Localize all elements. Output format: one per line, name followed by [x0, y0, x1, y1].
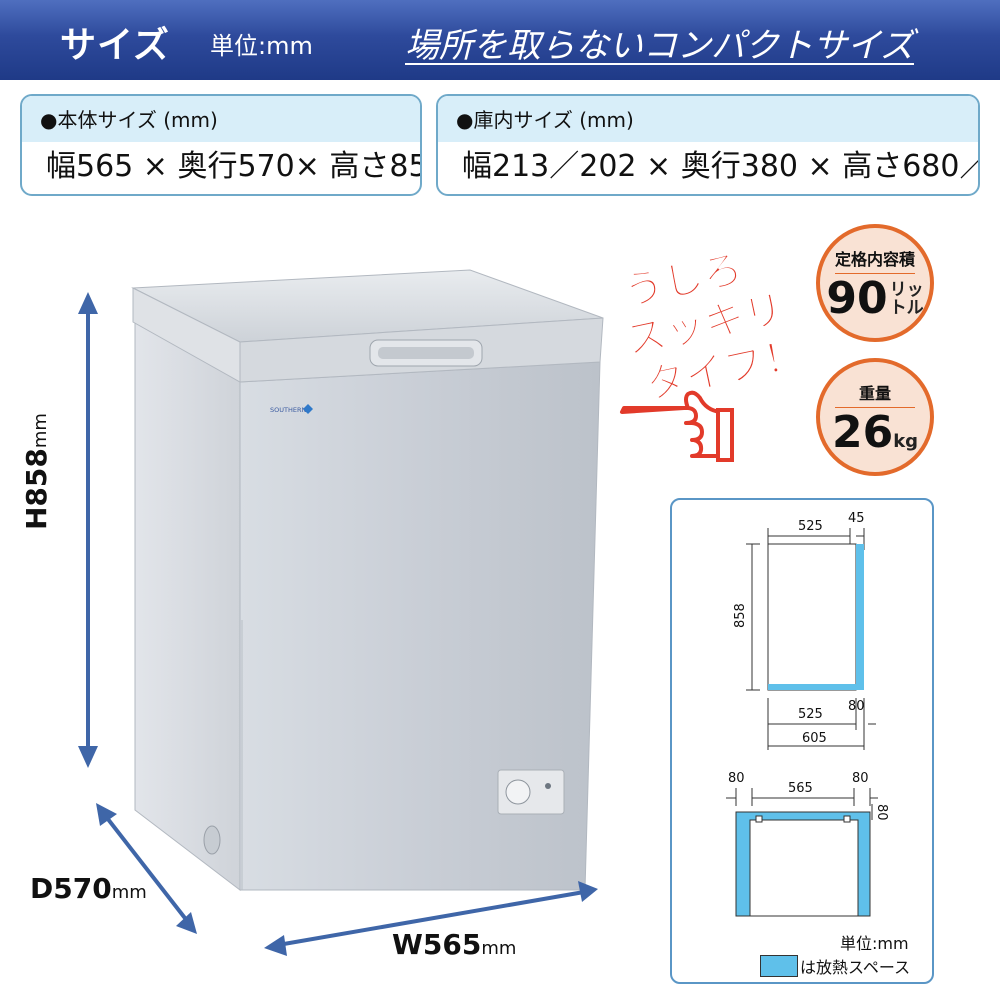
weight-badge: 重量 26kg — [816, 358, 934, 476]
depth-label: D570mm — [30, 872, 147, 905]
side-top-rear: 45 — [848, 511, 865, 526]
unit-label: 単位:mm — [210, 32, 313, 60]
weight-unit: kg — [893, 431, 919, 452]
side-top-width: 525 — [798, 519, 823, 534]
body-size-value: 幅565 × 奥行570× 高さ858 — [46, 149, 422, 184]
depth-arrow — [102, 812, 190, 924]
side-height: 858 — [733, 603, 748, 628]
thermostat-dial — [505, 779, 531, 805]
capacity-value: 90 — [826, 273, 888, 324]
width-label: W565mm — [392, 928, 517, 961]
inner-size-label: ●庫内サイズ (mm) — [438, 96, 978, 142]
diagram-unit-note: 単位:mm — [840, 934, 909, 953]
tagline: 場所を取らないコンパクトサイズ — [405, 26, 914, 66]
heat-space-swatch — [760, 955, 798, 977]
width-arrow — [277, 890, 585, 947]
pointing-hand-icon — [620, 390, 734, 462]
top-rear-gap: 80 — [874, 804, 889, 821]
body-size-box: ●本体サイズ (mm) 幅565 × 奥行570× 高さ858 — [20, 94, 422, 196]
body-size-label: ●本体サイズ (mm) — [22, 96, 420, 142]
capacity-unit-top: リッ — [889, 280, 924, 300]
clearance-drawing: 525 45 858 525 80 605 80 565 80 80 — [726, 511, 889, 917]
page-title: サイズ — [60, 25, 170, 66]
inner-size-box: ●庫内サイズ (mm) 幅213／202 × 奥行380 × 高さ680／453 — [436, 94, 980, 196]
height-label: H858mm — [20, 413, 53, 530]
heat-space-legend: は放熱スペース — [800, 958, 911, 977]
capacity-badge: 定格内容積 90 リッ トル — [816, 224, 934, 342]
top-left-gap: 80 — [728, 771, 745, 786]
top-right-gap: 80 — [852, 771, 869, 786]
brand-logo-text: SOUTHERN — [270, 406, 306, 414]
side-bottom-total: 605 — [802, 731, 827, 746]
top-width: 565 — [788, 781, 813, 796]
freezer-illustration: SOUTHERN — [131, 269, 604, 892]
capacity-unit-bottom: トル — [889, 298, 924, 318]
header-band — [0, 0, 1000, 80]
weight-value: 26 — [831, 407, 894, 458]
side-bottom-width: 525 — [798, 707, 823, 722]
side-bottom-rear: 80 — [848, 699, 865, 714]
weight-caption: 重量 — [858, 384, 891, 403]
rear-callout: うしろ スッキリ タイプ！ — [619, 245, 800, 462]
capacity-caption: 定格内容積 — [834, 250, 915, 269]
inner-size-value: 幅213／202 × 奥行380 × 高さ680／453 — [462, 149, 978, 184]
